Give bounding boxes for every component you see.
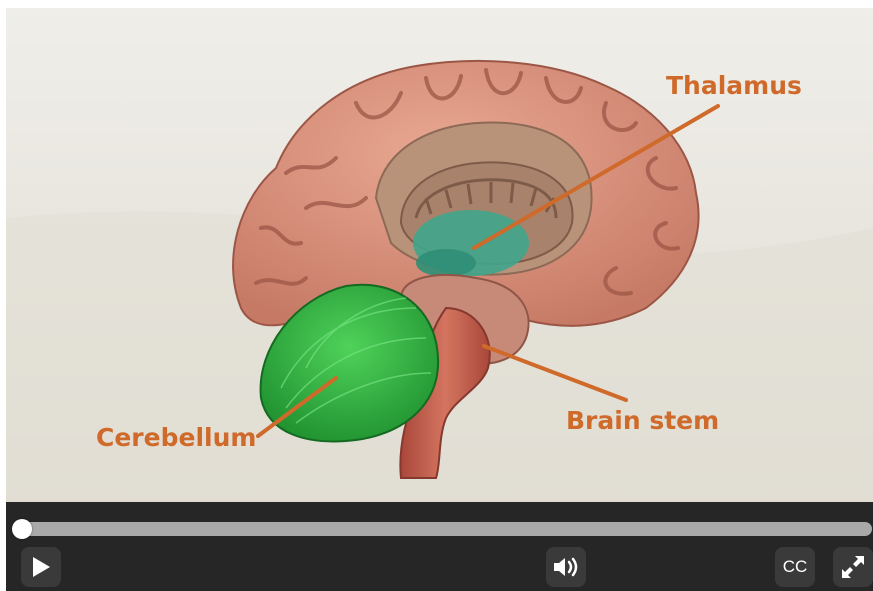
video-frame[interactable]: Thalamus Cerebellum Brain stem: [6, 8, 873, 502]
seek-handle[interactable]: [12, 519, 32, 539]
captions-button[interactable]: CC: [775, 547, 815, 587]
fullscreen-button[interactable]: [833, 547, 873, 587]
brain-illustration: Thalamus Cerebellum Brain stem: [6, 8, 873, 502]
control-bar: CC: [6, 502, 873, 591]
cerebellum-label: Cerebellum: [96, 423, 256, 452]
play-button[interactable]: [21, 547, 61, 587]
volume-button[interactable]: [546, 547, 586, 587]
volume-icon: [552, 555, 580, 579]
fullscreen-icon: [839, 553, 867, 581]
play-icon: [30, 555, 52, 579]
thalamus-label: Thalamus: [666, 71, 802, 100]
brain-stem-label: Brain stem: [566, 406, 719, 435]
video-player: Thalamus Cerebellum Brain stem CC: [6, 8, 873, 591]
seek-bar[interactable]: [17, 522, 872, 536]
captions-label: CC: [783, 557, 808, 577]
